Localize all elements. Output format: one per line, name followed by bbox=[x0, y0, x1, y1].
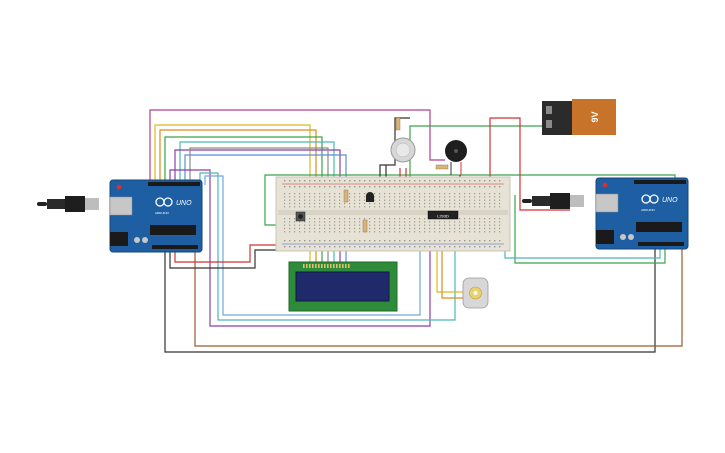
arduino-left[interactable]: UNO ARDUINO bbox=[37, 179, 203, 253]
wire-teal-lower[interactable] bbox=[199, 172, 456, 321]
arduino-left-sub: ARDUINO bbox=[155, 211, 170, 215]
battery-label: 9V bbox=[590, 111, 600, 122]
breadboard bbox=[275, 176, 511, 252]
arduino-right[interactable]: UNO ARDUINO bbox=[522, 177, 689, 250]
lcd-display[interactable] bbox=[288, 261, 398, 312]
transistor[interactable] bbox=[366, 192, 374, 202]
usb-cable-right bbox=[522, 193, 584, 209]
lcd-screen bbox=[295, 271, 390, 302]
lcd-pins bbox=[303, 264, 350, 268]
buzzer[interactable] bbox=[445, 140, 467, 175]
potentiometer[interactable] bbox=[390, 137, 416, 163]
wire-brown-bottom[interactable] bbox=[194, 245, 683, 347]
resistor-4[interactable] bbox=[395, 117, 401, 131]
resistor-3[interactable] bbox=[435, 164, 449, 170]
wire-black-bottom[interactable] bbox=[164, 245, 656, 353]
breadboard-holes bbox=[284, 180, 501, 248]
resistor-2[interactable] bbox=[362, 219, 368, 233]
arduino-right-sub: ARDUINO bbox=[641, 208, 656, 212]
wire-black-gnd[interactable] bbox=[169, 249, 290, 269]
wire-magenta-top[interactable] bbox=[149, 109, 445, 185]
pushbutton[interactable] bbox=[295, 211, 306, 222]
wire-lightblue-lower[interactable] bbox=[204, 175, 421, 316]
resistors bbox=[343, 117, 449, 233]
ic-chip[interactable]: L293D bbox=[427, 210, 459, 220]
wire-purple-lower[interactable] bbox=[169, 169, 431, 327]
wire-red-batt[interactable] bbox=[489, 117, 570, 211]
battery-body bbox=[572, 99, 616, 135]
usb-cable-icon bbox=[522, 199, 532, 203]
wire-green-right[interactable] bbox=[514, 195, 666, 264]
arduino-right-brand: UNO bbox=[662, 197, 678, 204]
resistor-1[interactable] bbox=[343, 189, 349, 203]
dc-motor[interactable] bbox=[462, 277, 489, 309]
pushbutton-icon bbox=[298, 214, 303, 219]
usb-cable-icon bbox=[37, 202, 47, 206]
ic-chip-label: L293D bbox=[437, 214, 449, 219]
battery-9v[interactable]: 9V bbox=[542, 99, 616, 135]
arduino-left-brand: UNO bbox=[176, 200, 192, 207]
wire-red-5v[interactable] bbox=[174, 244, 290, 263]
usb-cable-left bbox=[37, 196, 99, 212]
wires bbox=[149, 109, 683, 353]
